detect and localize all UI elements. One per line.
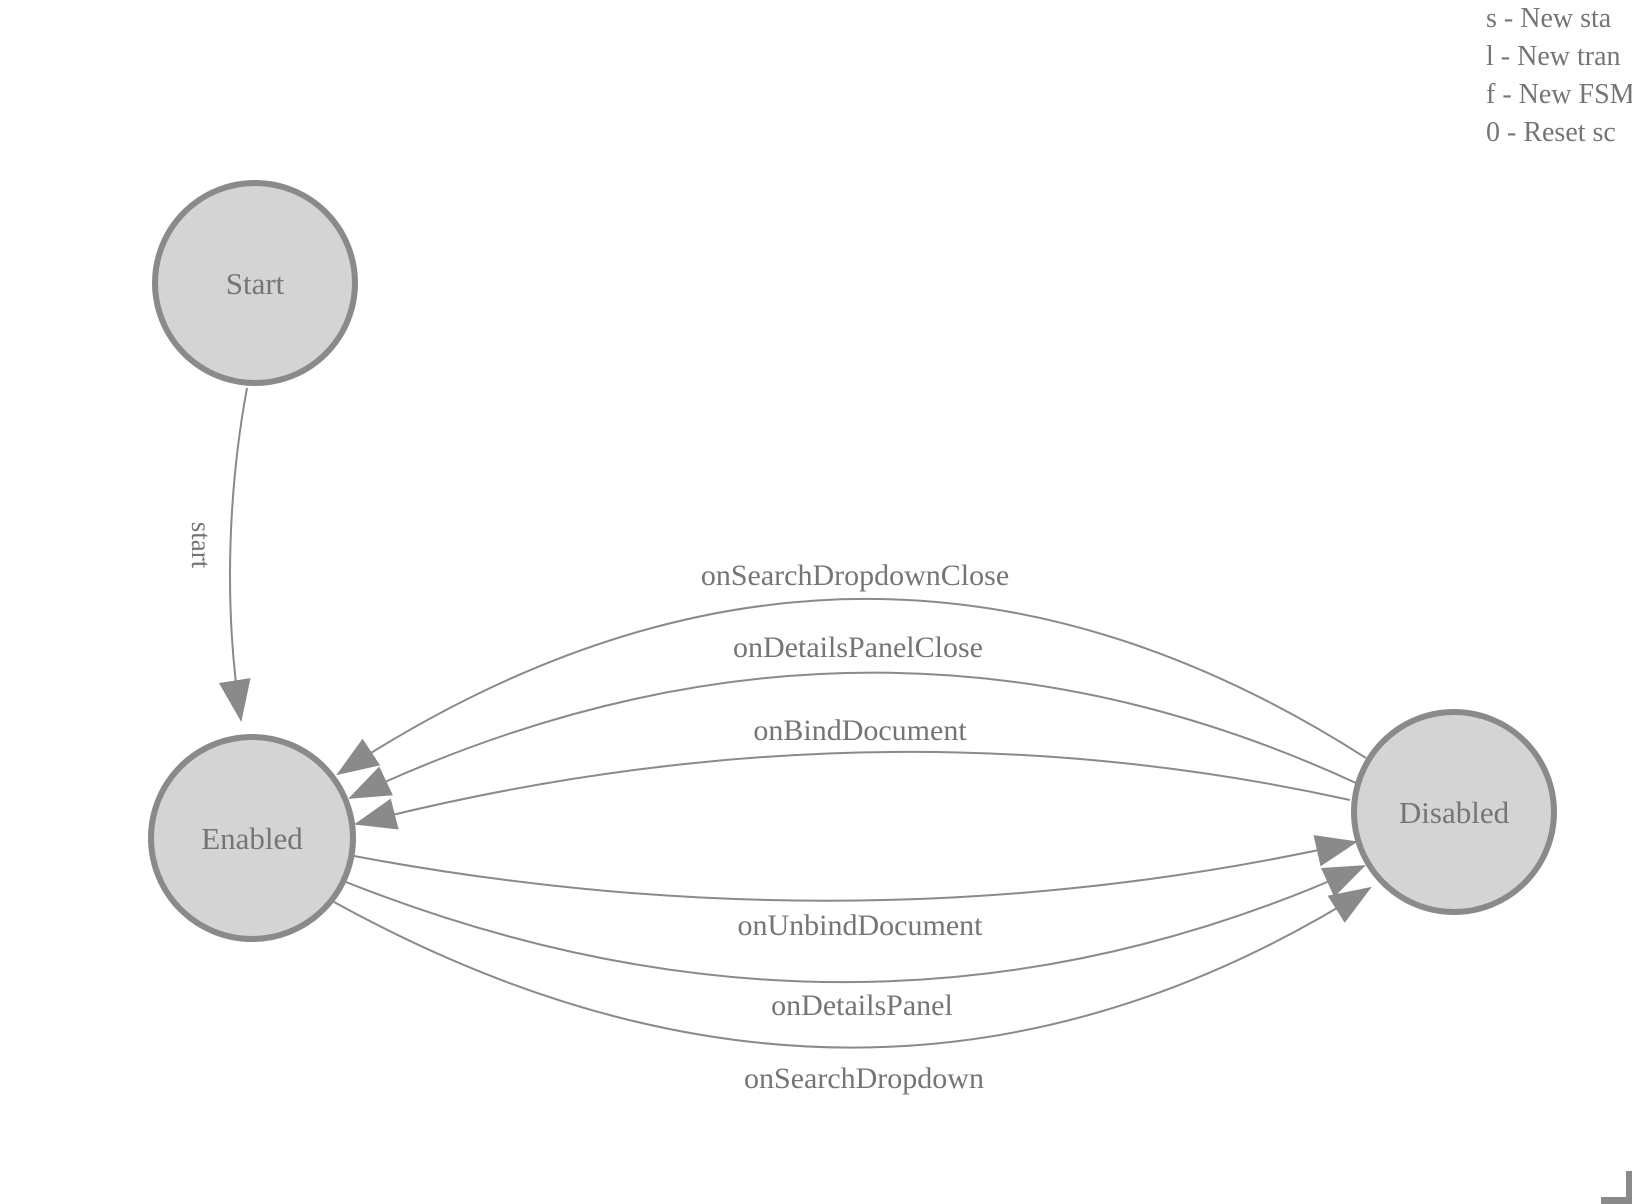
nodes-layer bbox=[148, 180, 1557, 942]
edge-onSearchDropdownClose[interactable] bbox=[336, 597, 1367, 776]
edge-onUnbindDocument[interactable] bbox=[353, 835, 1358, 902]
edge-onSearchDropdown[interactable] bbox=[333, 886, 1372, 1049]
state-node-disabled[interactable] bbox=[1351, 709, 1557, 915]
state-label-disabled: Disabled bbox=[1399, 795, 1510, 830]
edge-label-onUnbindDocument: onUnbindDocument bbox=[738, 909, 984, 942]
edge-label-onDetailsPanel: onDetailsPanel bbox=[771, 989, 953, 1022]
edge-label-onDetailsPanelClose: onDetailsPanelClose bbox=[733, 631, 983, 664]
edge-label-onSearchDropdown: onSearchDropdown bbox=[744, 1062, 984, 1095]
state-label-start: Start bbox=[226, 266, 285, 301]
legend-line-new-transition: l - New tran bbox=[1486, 41, 1621, 72]
legend-line-new-fsm: f - New FSM bbox=[1486, 79, 1632, 110]
edge-label-onSearchDropdownClose: onSearchDropdownClose bbox=[701, 559, 1009, 592]
edge-label-start: start bbox=[186, 522, 216, 569]
edge-onDetailsPanel[interactable] bbox=[345, 865, 1366, 984]
edge-onDetailsPanelClose[interactable] bbox=[348, 671, 1357, 799]
state-label-enabled: Enabled bbox=[201, 821, 303, 856]
state-node-start[interactable] bbox=[152, 180, 358, 386]
edge-start[interactable] bbox=[218, 387, 251, 722]
edge-onBindDocument[interactable] bbox=[354, 750, 1351, 830]
legend-line-reset-scale: 0 - Reset sc bbox=[1486, 117, 1616, 148]
state-node-enabled[interactable] bbox=[148, 734, 356, 942]
shortcut-legend: s - New sta l - New tran f - New FSM 0 -… bbox=[1486, 3, 1632, 148]
corner-bracket-vertical bbox=[1626, 1171, 1632, 1204]
corner-bracket-horizontal bbox=[1601, 1197, 1632, 1204]
edge-label-onBindDocument: onBindDocument bbox=[753, 714, 967, 747]
canvas-corner-bracket bbox=[1601, 1171, 1632, 1204]
legend-line-new-state: s - New sta bbox=[1486, 3, 1612, 34]
edges-layer bbox=[218, 387, 1372, 1049]
